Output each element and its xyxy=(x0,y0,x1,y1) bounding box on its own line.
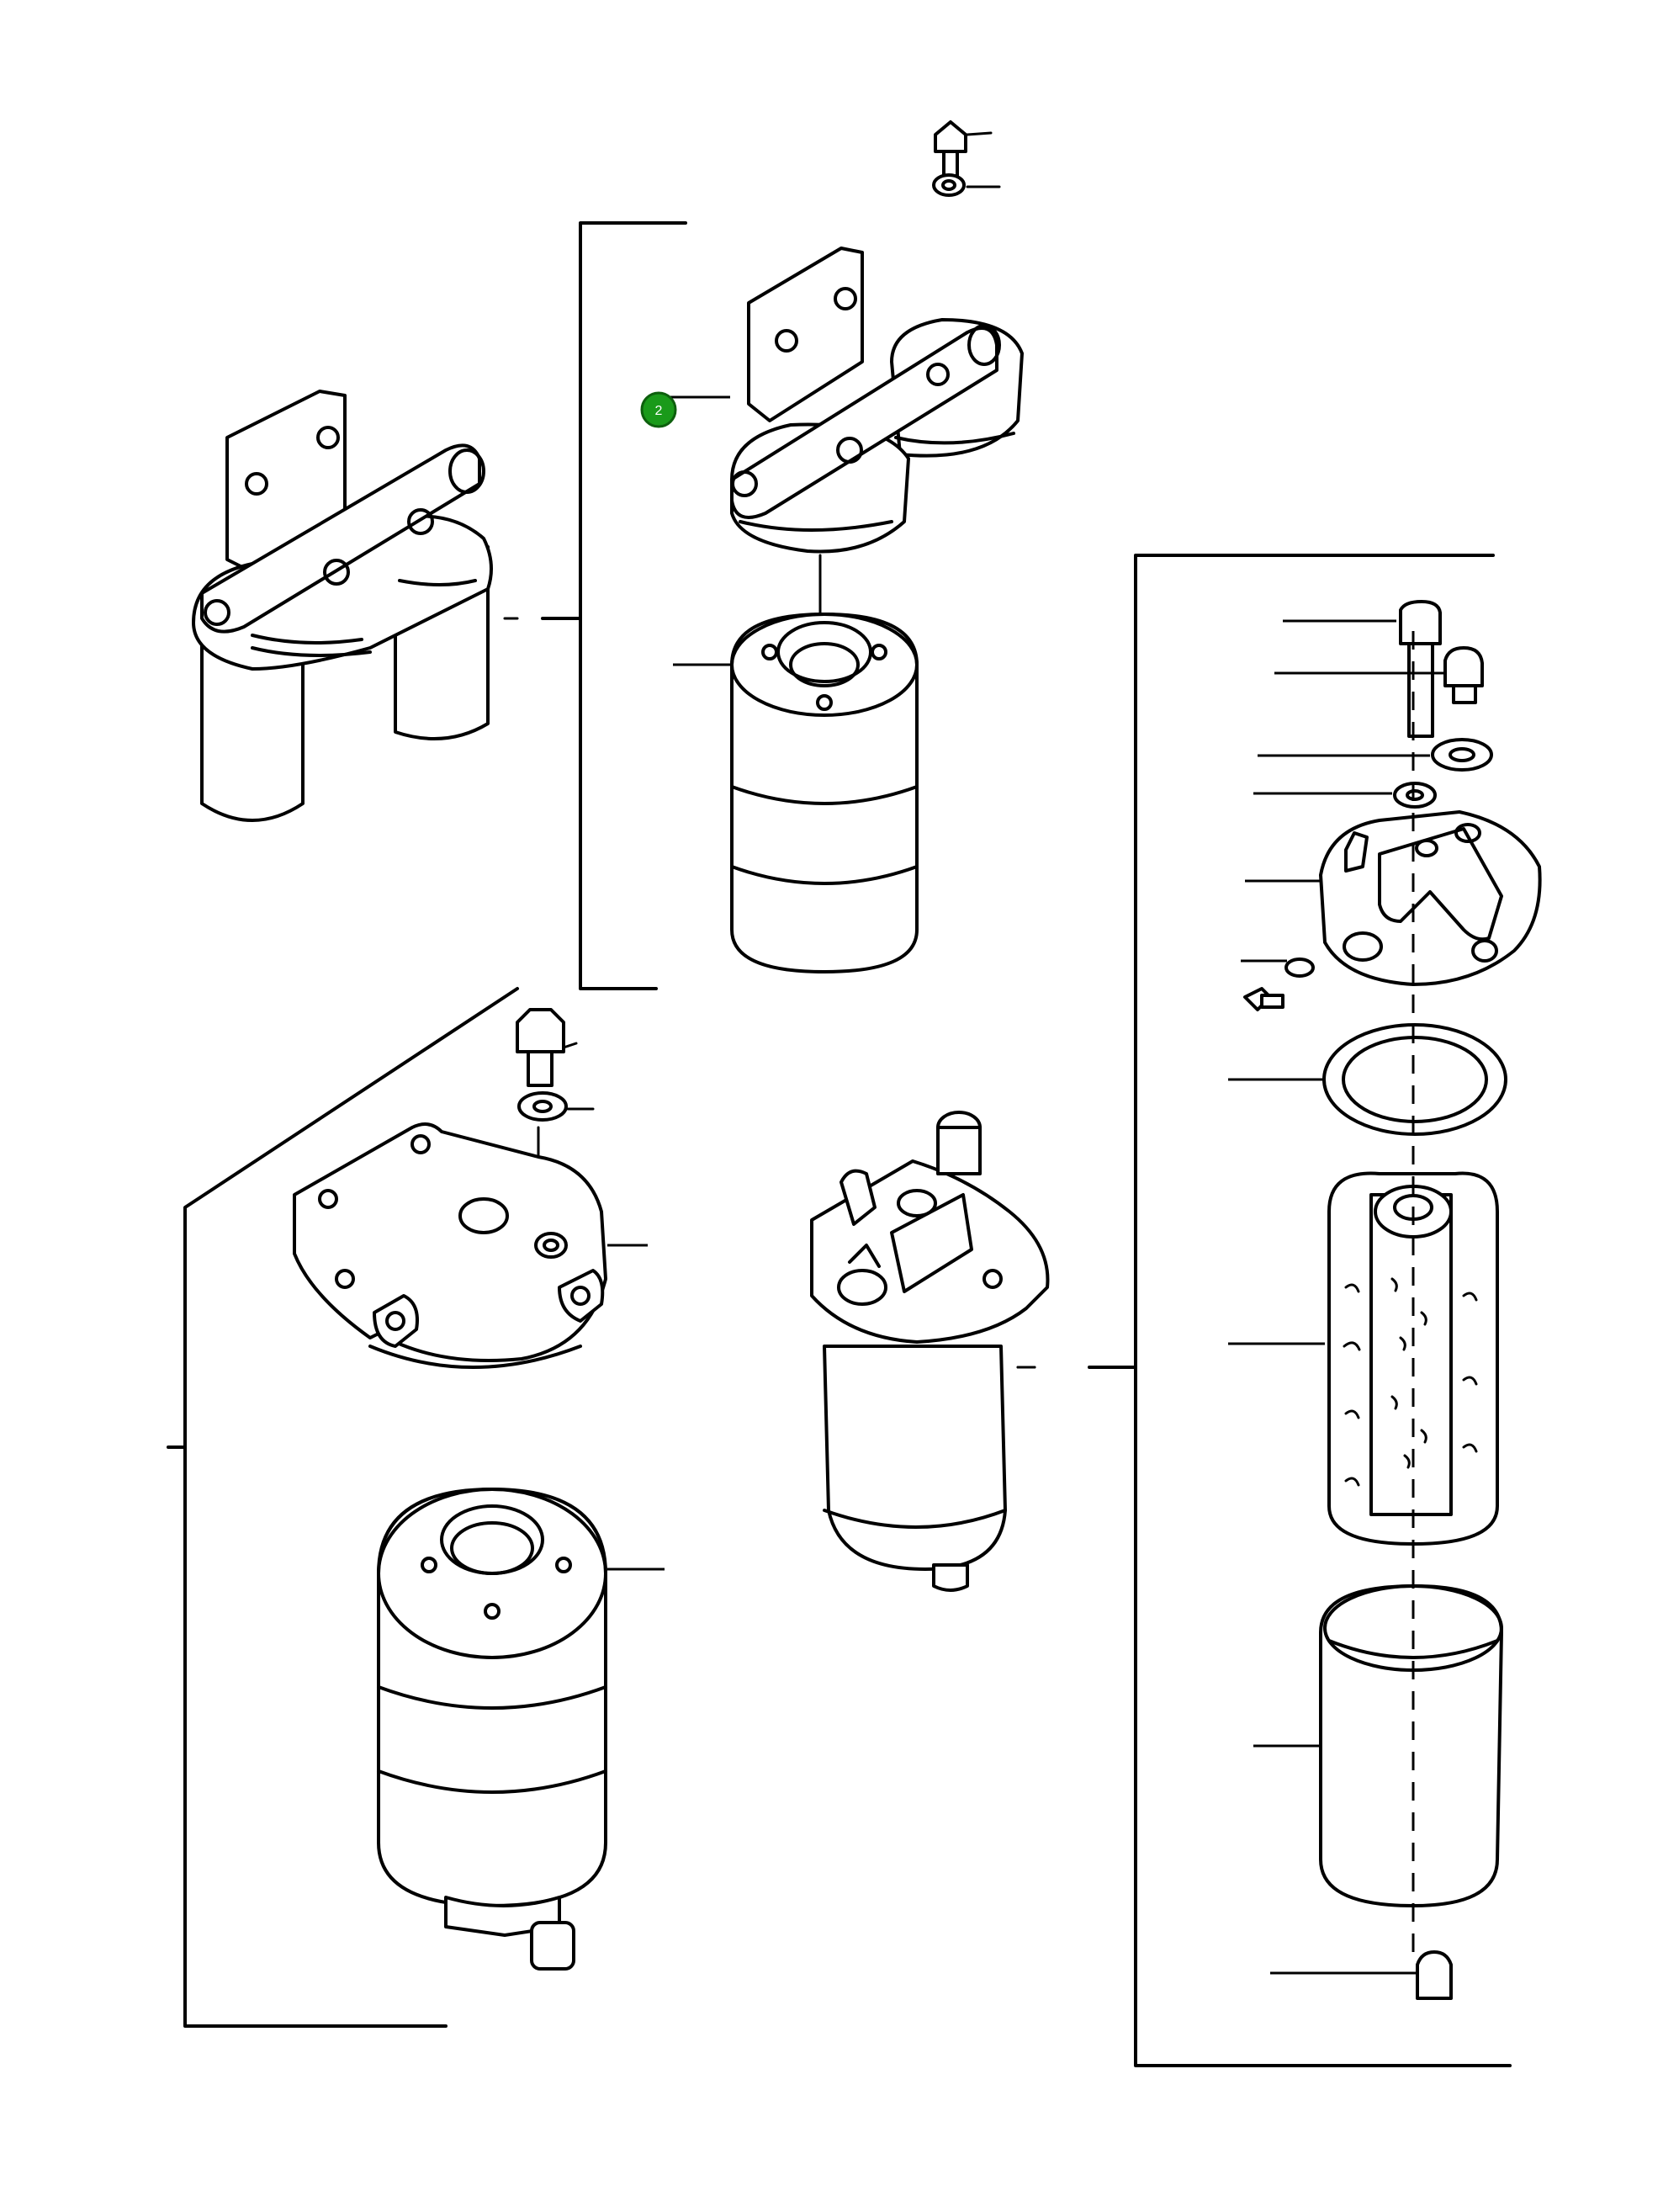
top-bolt-group xyxy=(932,120,1001,197)
filter-head-top xyxy=(665,247,1024,554)
dual-filter-assembly xyxy=(192,390,493,822)
callout-label: 2 xyxy=(655,404,663,418)
center-assembled-filter xyxy=(810,1111,1050,1592)
bracket-top-assembly xyxy=(503,221,687,990)
lower-left-filter xyxy=(377,1488,665,1971)
lower-left-head-group xyxy=(293,1008,648,1369)
filter-element-top xyxy=(673,554,919,973)
callout-badge[interactable] xyxy=(640,391,677,428)
callout-marker[interactable]: 2 xyxy=(640,391,677,428)
bracket-lower-left-assembly xyxy=(167,987,519,2028)
right-exploded-assembly xyxy=(1228,600,1542,2000)
